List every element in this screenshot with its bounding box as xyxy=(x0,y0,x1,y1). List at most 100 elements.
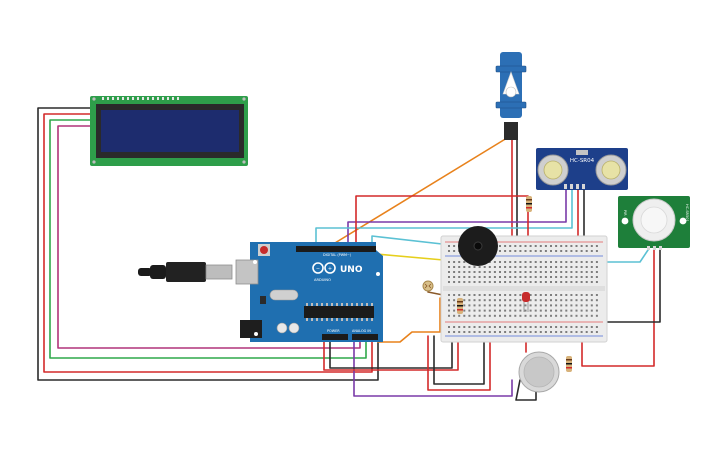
breadboard-hole[interactable] xyxy=(514,266,517,268)
breadboard-hole[interactable] xyxy=(544,309,547,312)
breadboard-hole[interactable] xyxy=(473,266,476,268)
breadboard-hole[interactable] xyxy=(534,245,537,247)
bottom-black-wire-2[interactable] xyxy=(433,335,485,385)
arduino-digital-header[interactable] xyxy=(296,246,376,252)
breadboard-hole[interactable] xyxy=(493,331,496,333)
breadboard-hole[interactable] xyxy=(555,309,558,312)
breadboard-hole[interactable] xyxy=(529,294,532,296)
breadboard-hole[interactable] xyxy=(585,271,588,273)
breadboard-hole[interactable] xyxy=(565,294,568,296)
breadboard-hole[interactable] xyxy=(590,281,593,283)
breadboard-hole[interactable] xyxy=(453,250,456,252)
breadboard-hole[interactable] xyxy=(524,309,527,312)
breadboard-hole[interactable] xyxy=(595,281,598,283)
breadboard-hole[interactable] xyxy=(504,261,507,263)
breadboard-hole[interactable] xyxy=(565,314,568,317)
breadboard-hole[interactable] xyxy=(570,261,573,263)
breadboard-hole[interactable] xyxy=(529,271,532,273)
breadboard-hole[interactable] xyxy=(570,245,573,247)
breadboard-hole[interactable] xyxy=(544,250,547,252)
breadboard-hole[interactable] xyxy=(468,266,471,268)
breadboard-hole[interactable] xyxy=(493,294,496,296)
breadboard-hole[interactable] xyxy=(448,276,450,278)
breadboard-hole[interactable] xyxy=(550,276,552,278)
breadboard-hole[interactable] xyxy=(550,266,552,268)
breadboard-hole[interactable] xyxy=(483,276,486,278)
breadboard-hole[interactable] xyxy=(463,304,466,307)
breadboard-hole[interactable] xyxy=(575,245,578,247)
breadboard-hole[interactable] xyxy=(585,250,588,252)
breadboard-hole[interactable] xyxy=(499,266,501,268)
breadboard-hole[interactable] xyxy=(575,299,578,302)
breadboard-hole[interactable] xyxy=(570,294,573,296)
breadboard-hole[interactable] xyxy=(539,326,542,328)
breadboard-hole[interactable] xyxy=(595,271,598,273)
breadboard-hole[interactable] xyxy=(595,261,598,263)
breadboard-hole[interactable] xyxy=(575,309,578,312)
breadboard-hole[interactable] xyxy=(580,250,583,252)
breadboard-hole[interactable] xyxy=(473,276,476,278)
breadboard-hole[interactable] xyxy=(555,271,558,273)
breadboard-hole[interactable] xyxy=(529,331,532,333)
breadboard-hole[interactable] xyxy=(524,276,527,278)
breadboard-hole[interactable] xyxy=(504,276,507,278)
resistor-ultrasonic[interactable] xyxy=(526,196,532,212)
breadboard-hole[interactable] xyxy=(544,304,547,307)
breadboard-hole[interactable] xyxy=(504,304,507,307)
breadboard-hole[interactable] xyxy=(580,326,583,328)
breadboard-hole[interactable] xyxy=(570,299,573,302)
breadboard-hole[interactable] xyxy=(488,304,491,307)
breadboard-hole[interactable] xyxy=(595,276,598,278)
power-rail-wire[interactable] xyxy=(355,195,529,247)
breadboard-hole[interactable] xyxy=(560,261,563,263)
breadboard-hole[interactable] xyxy=(499,250,501,252)
breadboard-hole[interactable] xyxy=(448,331,450,333)
breadboard-hole[interactable] xyxy=(534,299,537,302)
breadboard-hole[interactable] xyxy=(595,304,598,307)
bottom-black-wire-1[interactable] xyxy=(329,335,453,369)
usb-cable[interactable] xyxy=(138,262,233,282)
breadboard-hole[interactable] xyxy=(524,261,527,263)
breadboard-hole[interactable] xyxy=(560,245,563,247)
breadboard-hole[interactable] xyxy=(499,276,501,278)
breadboard-hole[interactable] xyxy=(555,245,558,247)
breadboard-hole[interactable] xyxy=(585,314,588,317)
breadboard-hole[interactable] xyxy=(488,331,491,333)
breadboard-hole[interactable] xyxy=(493,261,496,263)
arduino-uno-board[interactable]: DIGITAL (PWM~) POWER ANALOG IN − + UNO A… xyxy=(235,242,383,342)
breadboard-hole[interactable] xyxy=(560,271,563,273)
breadboard-hole[interactable] xyxy=(463,261,466,263)
breadboard-hole[interactable] xyxy=(575,304,578,307)
breadboard-hole[interactable] xyxy=(509,266,512,268)
breadboard-hole[interactable] xyxy=(478,276,481,278)
breadboard-hole[interactable] xyxy=(550,245,552,247)
breadboard-hole[interactable] xyxy=(555,281,558,283)
breadboard-hole[interactable] xyxy=(478,266,481,268)
breadboard-hole[interactable] xyxy=(560,276,563,278)
breadboard-hole[interactable] xyxy=(473,271,476,273)
breadboard-hole[interactable] xyxy=(560,281,563,283)
breadboard-hole[interactable] xyxy=(483,309,486,312)
breadboard-hole[interactable] xyxy=(499,304,501,307)
breadboard-hole[interactable] xyxy=(544,271,547,273)
breadboard-hole[interactable] xyxy=(448,304,450,307)
breadboard-hole[interactable] xyxy=(483,281,486,283)
breadboard-hole[interactable] xyxy=(555,250,558,252)
breadboard-hole[interactable] xyxy=(565,276,568,278)
breadboard-hole[interactable] xyxy=(473,294,476,296)
breadboard-hole[interactable] xyxy=(550,314,552,317)
breadboard-hole[interactable] xyxy=(488,276,491,278)
breadboard-hole[interactable] xyxy=(550,261,552,263)
breadboard-hole[interactable] xyxy=(468,326,471,328)
breadboard-hole[interactable] xyxy=(453,314,456,317)
breadboard-hole[interactable] xyxy=(565,304,568,307)
breadboard-hole[interactable] xyxy=(493,276,496,278)
breadboard-hole[interactable] xyxy=(560,309,563,312)
breadboard-hole[interactable] xyxy=(544,314,547,317)
breadboard-hole[interactable] xyxy=(570,266,573,268)
breadboard-hole[interactable] xyxy=(575,326,578,328)
servo-motor[interactable] xyxy=(495,52,527,140)
breadboard-hole[interactable] xyxy=(473,326,476,328)
breadboard-hole[interactable] xyxy=(473,309,476,312)
breadboard-hole[interactable] xyxy=(468,309,471,312)
